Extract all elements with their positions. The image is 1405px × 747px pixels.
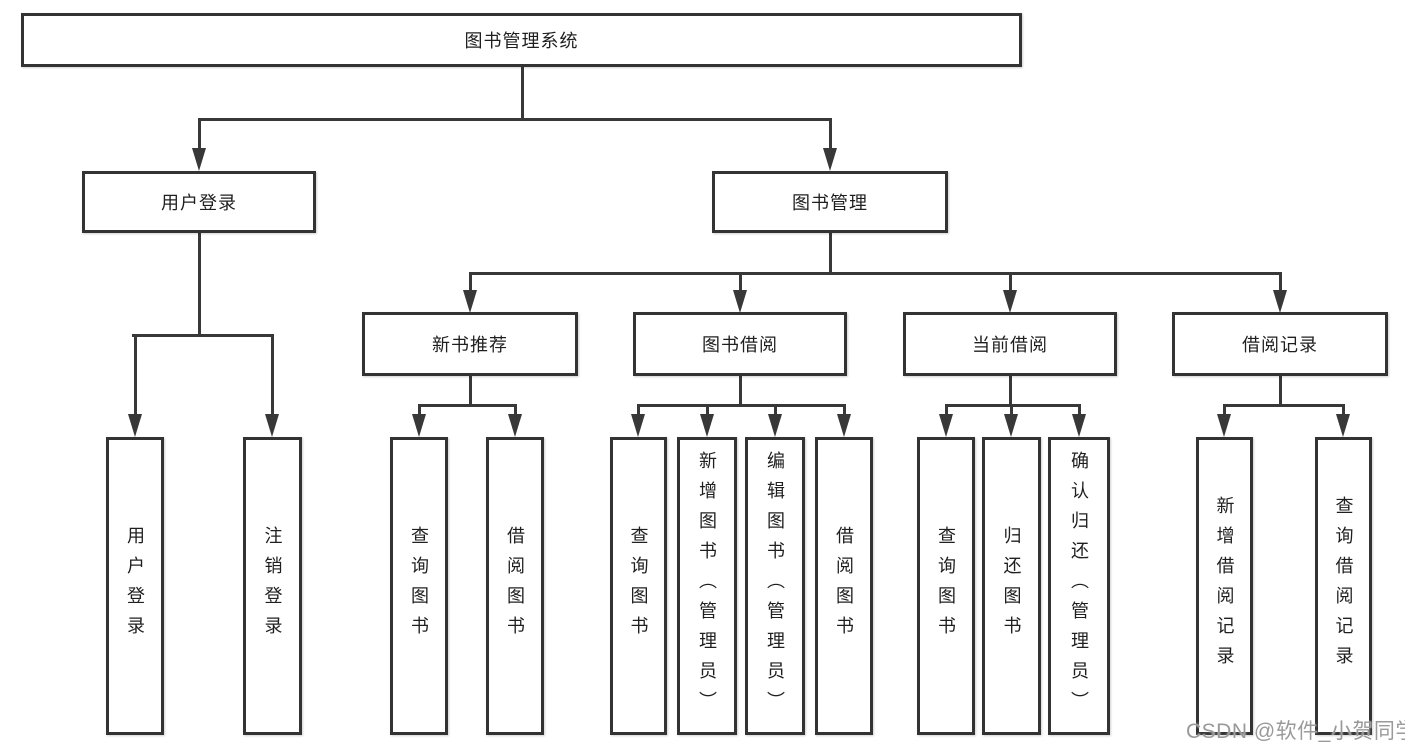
- arrow-down-icon: [1004, 414, 1018, 437]
- edge-line: [520, 67, 524, 120]
- node-user-login: 用户登录: [82, 171, 316, 233]
- edge-line: [1278, 271, 1282, 292]
- arrow-down-icon: [1002, 289, 1017, 313]
- edge-line: [1223, 403, 1226, 416]
- node-label: 归还图书: [1001, 526, 1022, 646]
- node-library-system: 图书管理系统: [21, 13, 1022, 67]
- node-label: 借阅图书: [505, 526, 525, 646]
- edge-line: [468, 376, 472, 406]
- edge-line: [271, 333, 274, 415]
- edge-line: [1278, 376, 1282, 406]
- edge-line: [738, 271, 742, 292]
- arrow-down-icon: [191, 148, 206, 171]
- node-book-management: 图书管理: [712, 171, 948, 233]
- node-leaf-user-login: 用户登录: [106, 437, 164, 735]
- edge-line: [1010, 403, 1013, 416]
- node-book-borrowing: 图书借阅: [633, 312, 847, 376]
- arrow-down-icon: [732, 289, 747, 313]
- arrow-down-icon: [631, 414, 645, 437]
- node-leaf-logout: 注销登录: [243, 437, 302, 735]
- arrow-down-icon: [462, 289, 477, 313]
- node-label: 查询图书: [628, 526, 649, 646]
- node-leaf-return-books: 归还图书: [982, 437, 1041, 735]
- arrow-down-icon: [822, 148, 837, 171]
- edge-line: [197, 233, 201, 336]
- edge-line: [842, 403, 846, 416]
- edge-line: [738, 376, 742, 406]
- edge-line: [513, 403, 517, 416]
- arrow-down-icon: [411, 414, 426, 437]
- node-label: 新书推荐: [432, 335, 508, 355]
- node-leaf-add-books-admin: 新增图书（管理员）: [677, 437, 737, 735]
- edge-line: [1008, 376, 1012, 406]
- node-label: 借阅记录: [1242, 335, 1318, 355]
- arrow-down-icon: [127, 414, 142, 437]
- node-leaf-add-borrow-record: 新增借阅记录: [1196, 437, 1253, 735]
- node-label: 确认归还（管理员）: [1069, 451, 1089, 721]
- node-label: 图书管理系统: [464, 31, 579, 51]
- arrow-down-icon: [1071, 414, 1086, 437]
- arrow-down-icon: [265, 414, 279, 437]
- edge-line: [828, 233, 832, 274]
- arrow-down-icon: [938, 414, 953, 437]
- node-current-borrowing: 当前借阅: [903, 312, 1117, 376]
- edge-line: [197, 117, 201, 150]
- edge-line: [1342, 403, 1345, 416]
- edge-line: [417, 403, 421, 416]
- node-label: 新增借阅记录: [1214, 496, 1235, 676]
- edge-line: [1077, 403, 1081, 416]
- arrow-down-icon: [1336, 414, 1350, 437]
- arrow-down-icon: [699, 414, 714, 437]
- edge-line: [1223, 403, 1345, 407]
- node-label: 借阅图书: [834, 526, 854, 646]
- node-label: 当前借阅: [972, 335, 1048, 355]
- edge-line: [944, 403, 948, 416]
- edge-line: [773, 403, 777, 416]
- node-label: 注销登录: [262, 526, 283, 646]
- csdn-watermark: CSDN @软件_小贺同学: [1186, 720, 1405, 743]
- node-leaf-query-books-recommend: 查询图书: [390, 437, 448, 735]
- edge-line: [705, 403, 709, 416]
- arrow-down-icon: [1272, 289, 1287, 313]
- node-label: 图书借阅: [702, 335, 778, 355]
- node-label: 查询图书: [936, 526, 956, 646]
- node-leaf-confirm-return-admin: 确认归还（管理员）: [1048, 437, 1110, 735]
- node-label: 查询图书: [409, 526, 429, 646]
- edge-line: [132, 333, 274, 337]
- node-leaf-query-borrow-record: 查询借阅记录: [1315, 437, 1372, 735]
- node-label: 用户登录: [161, 193, 237, 213]
- edge-line: [468, 271, 472, 292]
- node-leaf-borrow-books-recommend: 借阅图书: [486, 437, 544, 735]
- arrow-down-icon: [1217, 414, 1231, 437]
- arrow-down-icon: [767, 414, 782, 437]
- node-label: 新增图书（管理员）: [697, 451, 717, 721]
- node-leaf-borrow-books: 借阅图书: [815, 437, 873, 735]
- arrow-down-icon: [507, 414, 522, 437]
- node-label: 图书管理: [792, 193, 868, 213]
- edge-line: [468, 271, 1282, 275]
- edge-line: [828, 117, 832, 150]
- edge-line: [637, 403, 846, 407]
- node-label: 查询借阅记录: [1333, 496, 1354, 676]
- node-label: 用户登录: [125, 526, 145, 646]
- node-new-book-recommend: 新书推荐: [362, 312, 578, 376]
- edge-line: [637, 403, 640, 416]
- node-leaf-query-books-borrowing: 查询图书: [610, 437, 667, 735]
- node-borrowing-records: 借阅记录: [1172, 312, 1388, 376]
- node-leaf-edit-books-admin: 编辑图书（管理员）: [745, 437, 805, 735]
- node-leaf-query-books-current: 查询图书: [917, 437, 975, 735]
- node-label: 编辑图书（管理员）: [765, 451, 785, 721]
- arrow-down-icon: [836, 414, 851, 437]
- edge-line: [417, 403, 517, 407]
- edge-line: [197, 117, 832, 121]
- edge-line: [1008, 271, 1012, 292]
- edge-line: [133, 333, 137, 415]
